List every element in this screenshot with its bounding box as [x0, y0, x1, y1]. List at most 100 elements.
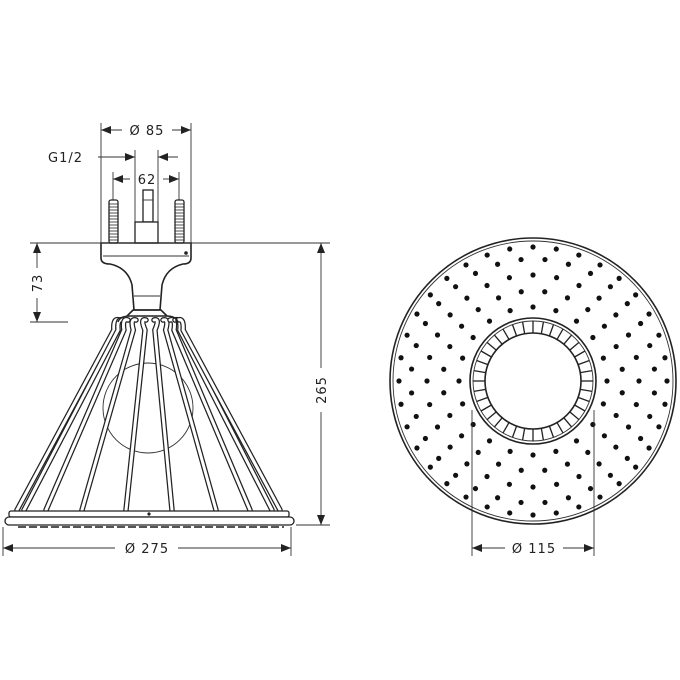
- nozzle: [507, 308, 513, 314]
- nozzle: [447, 412, 453, 419]
- nozzle: [624, 455, 630, 461]
- dimension-bolt-spacing: 62: [112, 172, 180, 200]
- nozzle: [518, 499, 524, 506]
- nozzle: [414, 445, 420, 451]
- nozzle: [565, 495, 572, 501]
- nozzle: [656, 424, 662, 430]
- dimension-diameter: Ø 275: [2, 527, 292, 557]
- nozzle: [453, 284, 459, 290]
- nozzle: [470, 421, 476, 428]
- nozzle: [444, 481, 450, 487]
- nozzle: [607, 472, 613, 478]
- nozzle: [553, 510, 559, 516]
- nozzle: [506, 275, 513, 281]
- nozzle: [597, 262, 603, 268]
- nozzle: [472, 485, 479, 492]
- nozzle: [564, 461, 571, 467]
- nozzle: [434, 332, 441, 338]
- nozzle: [456, 378, 462, 384]
- dimension-label: G1/2: [48, 151, 83, 166]
- nozzle: [633, 464, 639, 470]
- nozzle: [553, 481, 560, 487]
- nozzle: [662, 401, 668, 407]
- nozzle: [427, 354, 433, 361]
- nozzle: [576, 504, 582, 510]
- nozzle: [441, 366, 447, 372]
- nozzle: [484, 504, 490, 510]
- nozzle: [486, 318, 493, 324]
- nozzle: [398, 401, 404, 407]
- light-ring: [469, 317, 597, 445]
- nozzle: [444, 275, 450, 281]
- nozzle: [475, 449, 481, 456]
- dimension-label: Ø 85: [130, 124, 165, 139]
- nozzle: [460, 355, 466, 361]
- nozzle: [646, 445, 652, 451]
- nozzle: [436, 301, 442, 307]
- nozzle: [601, 323, 608, 329]
- nozzle: [597, 494, 603, 500]
- nozzle: [587, 270, 594, 277]
- shower-plate: [4, 510, 295, 528]
- nozzle: [647, 342, 653, 349]
- nozzle: [475, 306, 481, 313]
- nozzle: [601, 433, 608, 439]
- nozzle: [530, 272, 536, 278]
- nozzle: [590, 421, 596, 428]
- nozzle: [585, 449, 591, 456]
- nozzle: [408, 390, 415, 396]
- dimension-outer-connection: Ø 85: [100, 123, 192, 243]
- nozzle: [427, 464, 433, 470]
- nozzle: [613, 444, 619, 450]
- nozzle-pattern: [396, 244, 670, 518]
- cage: [14, 315, 283, 513]
- nozzle: [553, 275, 560, 281]
- nozzle: [542, 289, 548, 295]
- nozzle: [441, 390, 447, 396]
- nozzle: [607, 284, 613, 290]
- nozzle: [651, 390, 658, 396]
- nozzle: [518, 256, 524, 263]
- nozzle: [463, 262, 469, 268]
- nozzle: [447, 312, 453, 318]
- nozzle: [460, 401, 466, 407]
- nozzle: [573, 318, 580, 324]
- nozzle: [414, 311, 420, 317]
- nozzle: [636, 378, 642, 384]
- nozzle: [422, 320, 429, 327]
- dimension-thread: G1/2: [48, 150, 178, 222]
- nozzle: [494, 495, 501, 501]
- nozzle: [596, 461, 602, 467]
- nozzle: [576, 282, 582, 289]
- nozzle: [422, 435, 429, 442]
- nozzle: [616, 275, 622, 281]
- nozzle: [472, 270, 479, 277]
- nozzle: [637, 320, 644, 327]
- nozzle: [398, 355, 404, 361]
- nozzle: [624, 301, 630, 307]
- nozzle: [530, 512, 536, 518]
- nozzle: [464, 295, 470, 301]
- light-globe: [102, 362, 194, 454]
- nozzle: [494, 261, 501, 267]
- nozzle: [633, 292, 639, 298]
- nozzle: [553, 246, 559, 252]
- nozzle: [576, 473, 582, 480]
- plate-outline: [389, 237, 677, 525]
- nozzle: [637, 435, 644, 442]
- nozzle: [530, 484, 536, 490]
- nozzle: [647, 413, 653, 420]
- nozzle: [427, 401, 433, 408]
- nozzle: [576, 252, 582, 258]
- nozzle: [484, 282, 490, 289]
- nozzle: [413, 413, 419, 420]
- nozzle: [565, 261, 572, 267]
- nozzle: [573, 438, 580, 444]
- nozzle: [646, 311, 652, 317]
- nozzle: [453, 472, 459, 478]
- nozzle: [613, 343, 619, 350]
- nozzle: [553, 448, 559, 454]
- nozzle: [616, 481, 622, 487]
- dimension-label: 73: [31, 274, 46, 293]
